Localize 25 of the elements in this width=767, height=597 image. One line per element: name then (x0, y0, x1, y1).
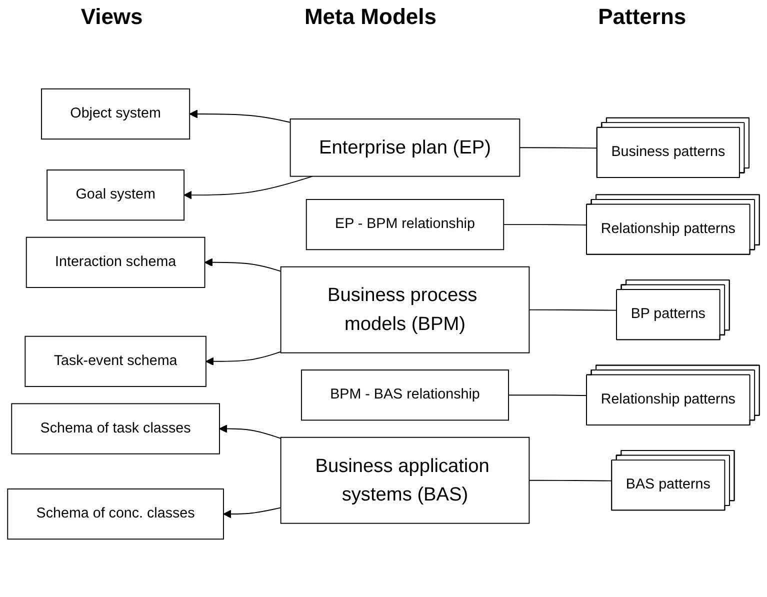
node-box: Schema of task classes (11, 403, 220, 454)
arrow (219, 424, 282, 439)
column-heading: Patterns (598, 4, 686, 30)
arrow (223, 507, 282, 518)
connector (503, 224, 588, 226)
column-heading: Views (80, 4, 143, 30)
node-box: Business process models (BPM) (280, 266, 530, 354)
arrow (184, 176, 314, 200)
node-box: Enterprise plan (EP) (290, 118, 520, 177)
node-box: Object system (41, 88, 190, 140)
node-box: EP - BPM relationship (306, 199, 504, 250)
column-heading: Meta Models (304, 4, 436, 30)
node-box: Business application systems (BAS) (280, 436, 530, 524)
node-box: Goal system (46, 170, 185, 221)
connector (528, 309, 618, 311)
node-box: Interaction schema (26, 236, 206, 288)
arrow (204, 258, 282, 272)
node-box: BPM - BAS relationship (300, 370, 509, 421)
node-box: Task-event schema (24, 336, 206, 387)
arrow (189, 110, 291, 123)
connector (508, 394, 588, 396)
node-box: Schema of conc. classes (7, 488, 224, 540)
connector (528, 480, 613, 482)
connector (519, 147, 598, 149)
arrow (206, 351, 282, 366)
